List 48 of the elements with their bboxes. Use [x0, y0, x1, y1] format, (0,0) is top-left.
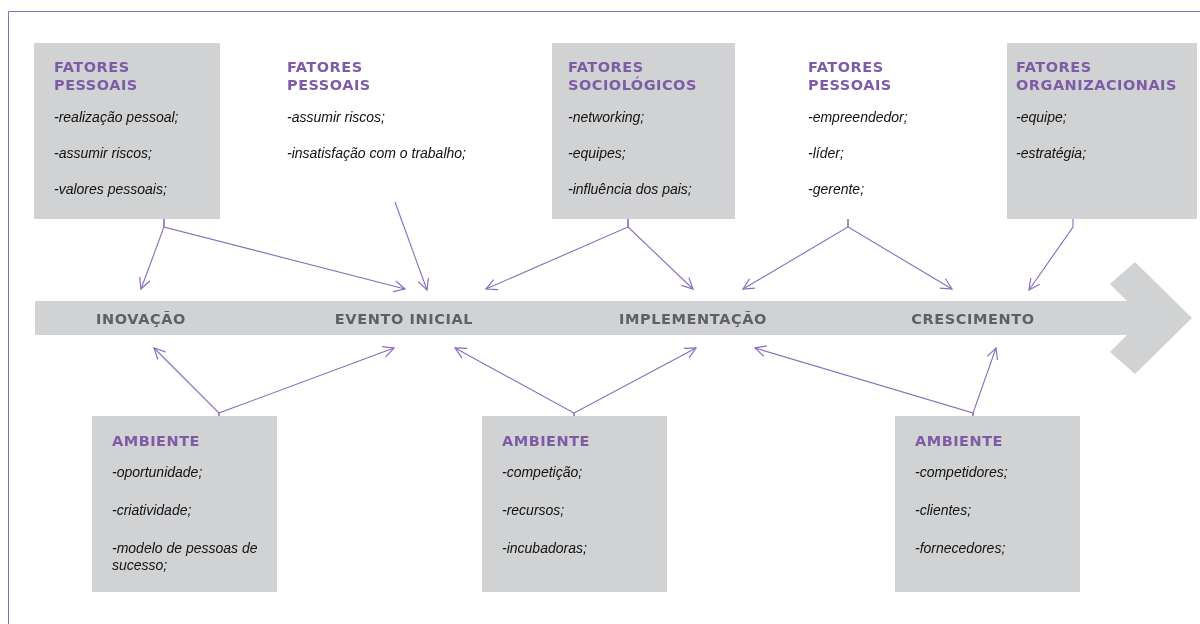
factor-item: -assumir riscos;: [287, 109, 386, 126]
group-heading: AMBIENTE: [112, 432, 200, 450]
factor-item: -networking;: [568, 109, 646, 126]
group-heading: FATORES PESSOAIS: [54, 58, 138, 94]
factor-item: -competidores;: [915, 464, 1009, 481]
factor-item: -modelo de pessoas de sucesso;: [112, 540, 259, 574]
factor-item: -competição;: [502, 464, 584, 481]
factor-card: [1007, 43, 1197, 219]
factor-card: [482, 416, 667, 592]
factor-item: -criatividade;: [112, 502, 193, 519]
factor-item: -oportunidade;: [112, 464, 204, 481]
arrow: [573, 347, 697, 417]
factor-item: -equipes;: [568, 145, 627, 162]
arrow: [163, 218, 406, 293]
factor-item: -influência dos pais;: [568, 181, 693, 198]
stage-label: EVENTO INICIAL: [334, 310, 474, 327]
factor-card: [552, 43, 735, 219]
factor-item: -recursos;: [502, 502, 566, 519]
factor-card: [34, 43, 220, 219]
factor-item: -fornecedores;: [915, 540, 1007, 557]
factor-item: -equipe;: [1016, 109, 1068, 126]
factor-item: -realização pessoal;: [54, 109, 180, 126]
arrow: [1028, 218, 1074, 291]
factor-item: -insatisfação com o trabalho;: [287, 145, 467, 162]
stage-label: IMPLEMENTAÇÃO: [618, 310, 767, 327]
factor-item: -empreendedor;: [808, 109, 909, 126]
group-heading: FATORES SOCIOLÓGICOS: [568, 58, 697, 94]
arrow: [394, 201, 429, 291]
factor-item: -valores pessoais;: [54, 181, 168, 198]
arrow: [627, 218, 694, 290]
factor-item: -assumir riscos;: [54, 145, 153, 162]
factor-card: [895, 416, 1080, 592]
factor-item: -clientes;: [915, 502, 973, 519]
factor-item: -incubadoras;: [502, 540, 588, 557]
factor-item: -estratégia;: [1016, 145, 1088, 162]
group-heading: AMBIENTE: [502, 432, 590, 450]
factor-card: [92, 416, 277, 592]
arrow: [218, 346, 395, 417]
group-heading: FATORES PESSOAIS: [287, 58, 371, 94]
group-heading: FATORES PESSOAIS: [808, 58, 892, 94]
group-heading: AMBIENTE: [915, 432, 1003, 450]
stage-label: CRESCIMENTO: [911, 310, 1035, 327]
group-heading: FATORES ORGANIZACIONAIS: [1016, 58, 1177, 94]
factor-item: -gerente;: [808, 181, 866, 198]
arrow: [972, 347, 999, 417]
factor-item: -líder;: [808, 145, 845, 162]
arrow: [847, 218, 953, 290]
stage-label: INOVAÇÃO: [96, 310, 186, 327]
